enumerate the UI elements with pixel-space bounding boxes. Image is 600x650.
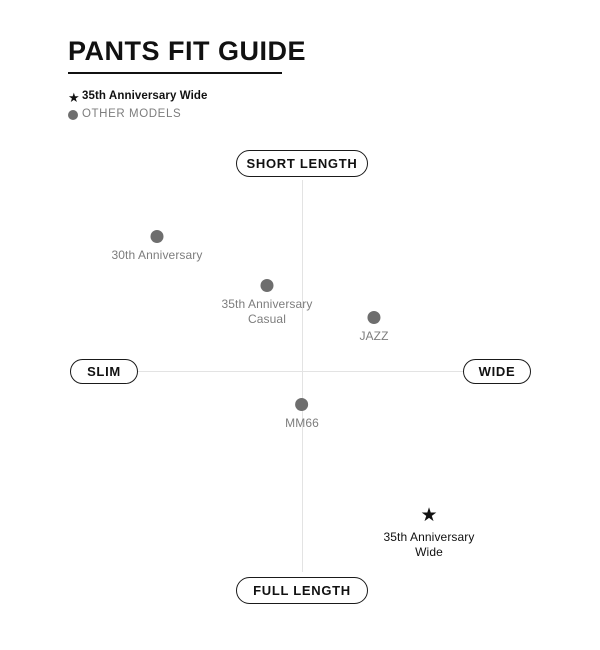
legend-label-other-models: OTHER MODELS	[82, 108, 182, 121]
legend-item-other-models: OTHER MODELS	[68, 107, 328, 123]
dot-icon	[295, 398, 309, 411]
vertical-axis-line	[302, 180, 303, 572]
data-point-label: MM66	[285, 416, 319, 430]
data-point-30th-anniversary: 30th Anniversary	[112, 230, 203, 263]
data-point-35th-anniversary-casual: 35th Anniversary Casual	[222, 279, 313, 327]
axis-label-full-length: FULL LENGTH	[236, 577, 368, 604]
data-point-label: JAZZ	[359, 329, 389, 343]
data-point-label: 35th Anniversary Casual	[221, 297, 313, 326]
dot-icon	[367, 311, 381, 324]
title-underline	[68, 72, 282, 74]
page-title: PANTS FIT GUIDE	[68, 36, 307, 66]
legend-item-anniversary-wide: ★ 35th Anniversary Wide	[68, 89, 328, 105]
dot-glyph	[68, 110, 78, 120]
star-icon: ★	[68, 91, 82, 104]
data-point-label: 35th Anniversary Wide	[383, 530, 475, 559]
star-glyph: ★	[68, 89, 80, 105]
axis-label-short-length: SHORT LENGTH	[236, 150, 368, 177]
axis-label-wide: WIDE	[463, 359, 531, 384]
dot-icon	[68, 110, 82, 120]
star-icon: ★	[420, 505, 438, 526]
data-point-label: 30th Anniversary	[111, 248, 203, 262]
dot-icon	[260, 279, 274, 292]
chart-legend: ★ 35th Anniversary Wide OTHER MODELS	[68, 89, 328, 125]
axis-label-slim: SLIM	[70, 359, 138, 384]
data-point-mm66: MM66	[285, 398, 319, 431]
data-point-35th-anniversary-wide: ★ 35th Anniversary Wide	[384, 506, 475, 560]
legend-label-anniversary-wide: 35th Anniversary Wide	[82, 90, 208, 103]
horizontal-axis-line	[132, 371, 470, 372]
dot-icon	[150, 230, 164, 243]
data-point-jazz: JAZZ	[359, 311, 388, 344]
